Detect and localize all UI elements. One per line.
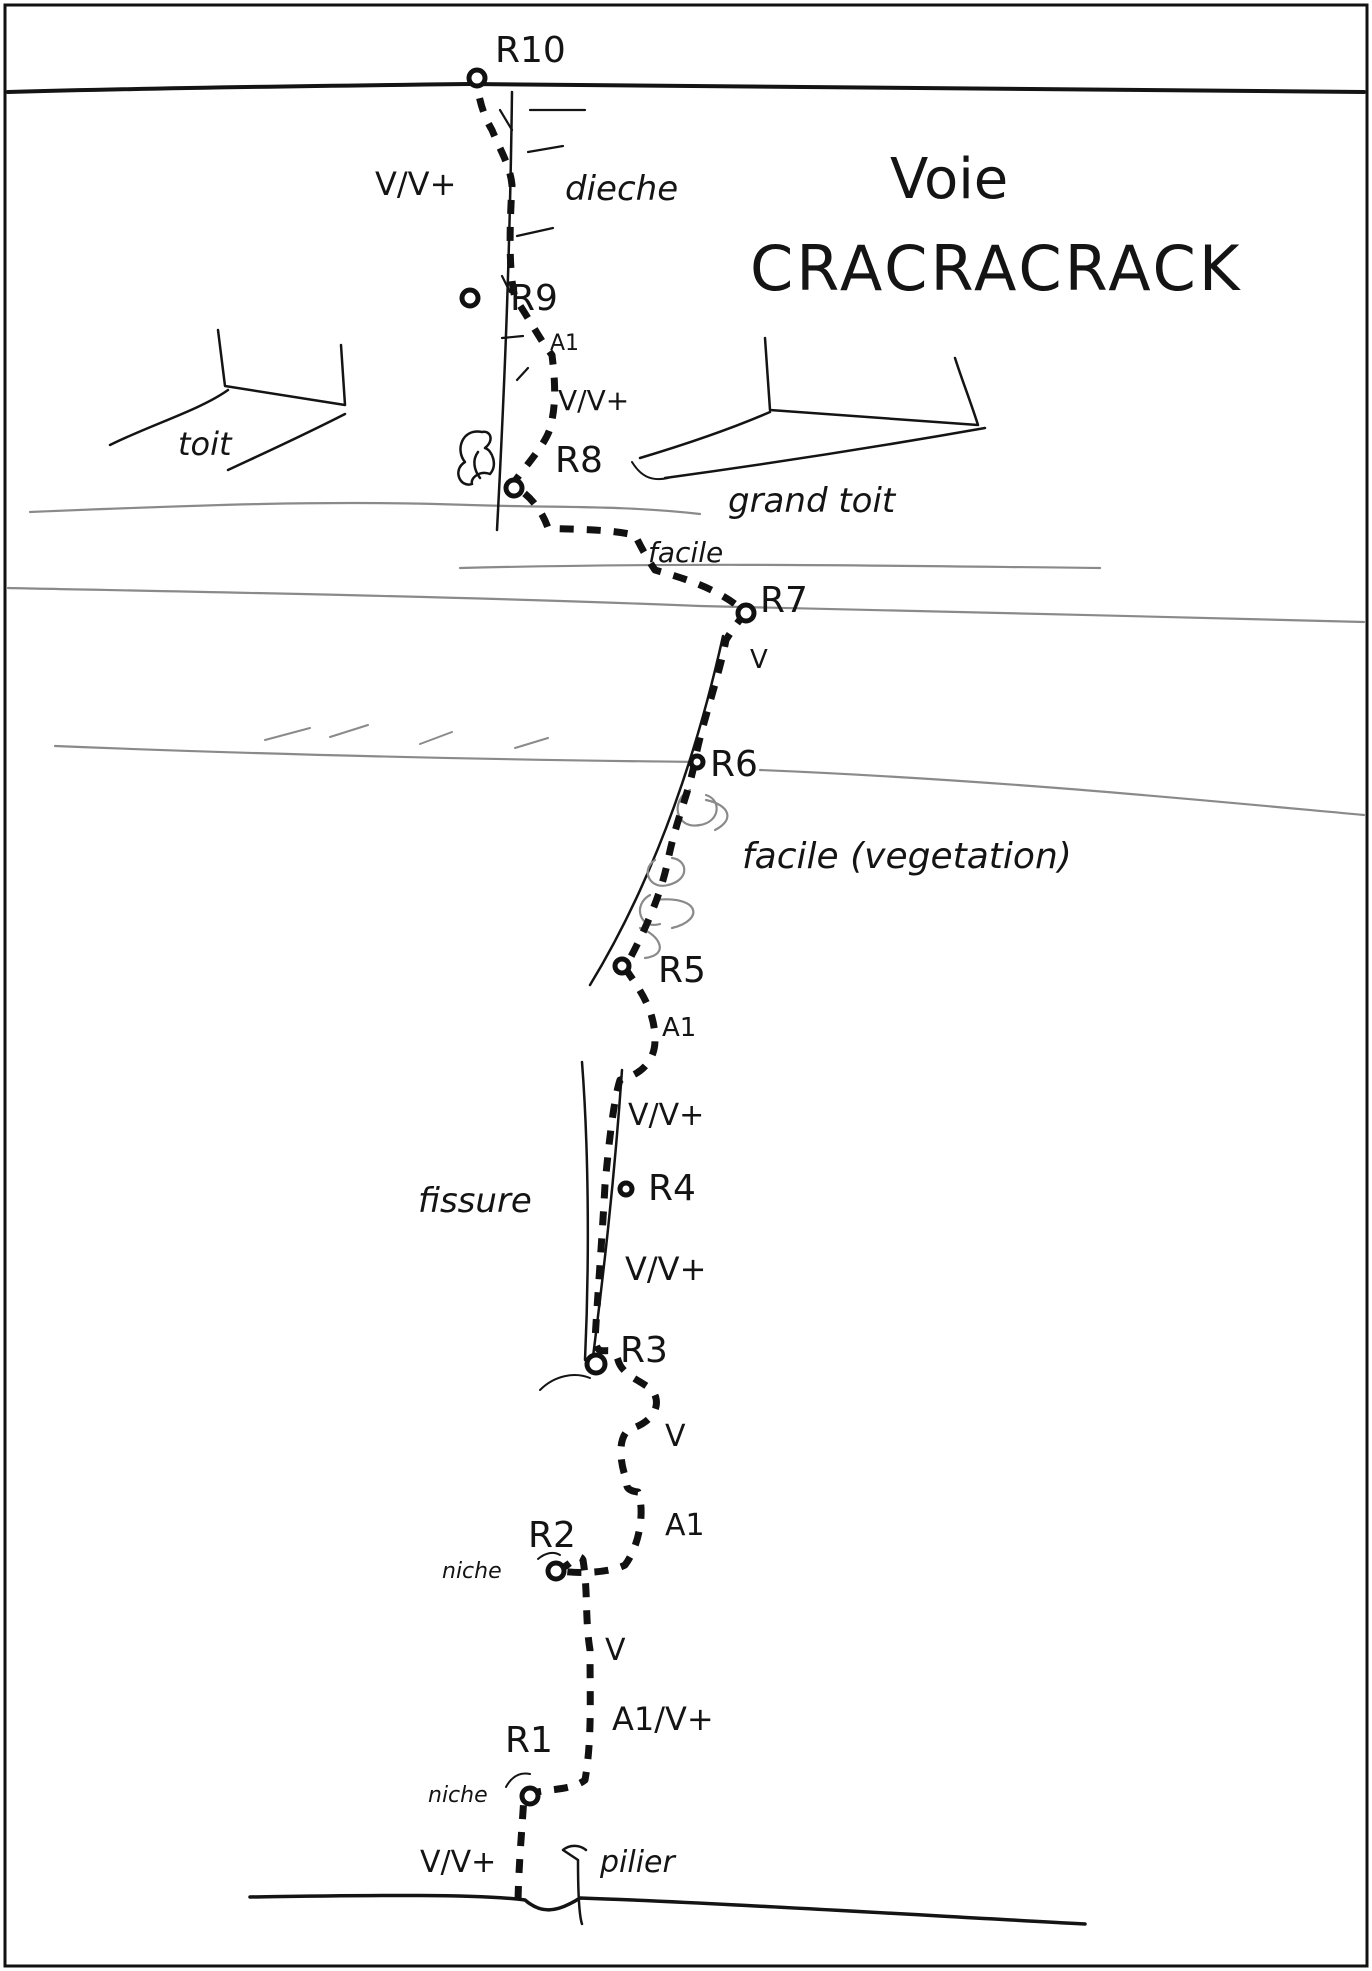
band-lower-1	[6, 586, 1366, 624]
grade-pitch-10: V/V+	[375, 165, 456, 203]
niche-r1-arc	[505, 1772, 531, 1788]
vegetation-bush-1	[676, 788, 729, 832]
label-toit: toit	[178, 425, 233, 463]
niche-r2-arc	[537, 1551, 561, 1560]
belay-point-r8	[503, 477, 525, 499]
band-upper-left	[28, 501, 702, 516]
label-niche-r2: niche	[442, 1559, 502, 1584]
grand-toit-outline	[763, 336, 980, 427]
frame-border	[3, 3, 1369, 1968]
grand-toit-edge-2	[663, 426, 987, 480]
toit-left-edge-1	[108, 388, 230, 447]
grade-pitch-3-lower: A1	[665, 1508, 705, 1543]
band-upper-mid	[458, 563, 1102, 570]
belay-point-r5	[612, 956, 632, 976]
belay-label-r6: R6	[710, 744, 758, 785]
grade-pitch-8: facile	[648, 536, 723, 569]
grade-pitch-2-upper: A1/V+	[612, 1700, 714, 1738]
grade-pitch-1: V/V+	[420, 1845, 496, 1880]
grand-toit-corner	[631, 461, 669, 481]
grade-pitch-2-lower: V	[605, 1633, 626, 1668]
belay-label-r9: R9	[510, 278, 558, 319]
belay-label-r5: R5	[658, 950, 706, 991]
label-vegetation: facile (vegetation)	[742, 836, 1072, 877]
band-lower-2-right	[758, 768, 1366, 817]
belay-point-r9	[459, 287, 481, 309]
summit-line	[6, 82, 1366, 94]
belay-point-r10	[466, 67, 488, 89]
toit-left-outline	[216, 328, 347, 407]
belay-point-r2	[545, 1560, 567, 1582]
tree-icon	[457, 430, 496, 486]
belay-point-r3	[584, 1352, 608, 1376]
belay-point-r4	[617, 1180, 635, 1198]
belay-label-r2: R2	[528, 1515, 576, 1556]
grade-pitch-7: V	[750, 645, 768, 675]
belay-label-r4: R4	[648, 1168, 696, 1209]
ledge-r3	[539, 1374, 591, 1391]
pilier-outline	[561, 1844, 588, 1926]
title-line-2: CRACRACRACK	[750, 232, 1243, 305]
grade-pitch-3-upper: V	[665, 1419, 686, 1454]
belay-label-r7: R7	[760, 580, 808, 621]
belay-point-r7	[735, 602, 757, 624]
belay-point-r6	[688, 753, 706, 771]
label-fissure: fissure	[418, 1181, 532, 1221]
slab-hatches	[264, 724, 549, 749]
label-grand-toit: grand toit	[728, 481, 897, 521]
dieche-flakes	[498, 108, 587, 382]
ground-line	[248, 1893, 1087, 1926]
grade-pitch-9-upper: A1	[550, 331, 579, 356]
grade-pitch-5-lower: V/V+	[628, 1098, 704, 1133]
band-lower-2-left	[53, 744, 702, 764]
label-pilier: pilier	[599, 1845, 677, 1880]
dieche-crack-line	[495, 90, 514, 532]
grade-pitch-5-upper: A1	[662, 1013, 696, 1043]
label-dieche: dieche	[565, 169, 678, 209]
belay-point-r1	[519, 1785, 541, 1807]
label-niche-r1: niche	[428, 1783, 488, 1808]
belay-label-r3: R3	[620, 1330, 668, 1371]
vegetation-bush-2	[639, 856, 686, 927]
toit-left-edge-2	[226, 412, 347, 472]
fissure-right-line	[590, 1068, 624, 1367]
grade-pitch-4: V/V+	[625, 1250, 706, 1288]
grade-pitch-9-lower: V/V+	[558, 384, 629, 417]
vegetation-ramp-edge	[588, 634, 725, 987]
grand-toit-edge-1	[638, 410, 772, 460]
belay-points	[459, 67, 757, 1807]
belay-label-r8: R8	[555, 440, 603, 481]
belay-label-r1: R1	[505, 1720, 553, 1761]
fissure-left-line	[580, 1060, 590, 1362]
belay-label-r10: R10	[495, 30, 566, 71]
title-line-1: Voie	[890, 147, 1008, 212]
